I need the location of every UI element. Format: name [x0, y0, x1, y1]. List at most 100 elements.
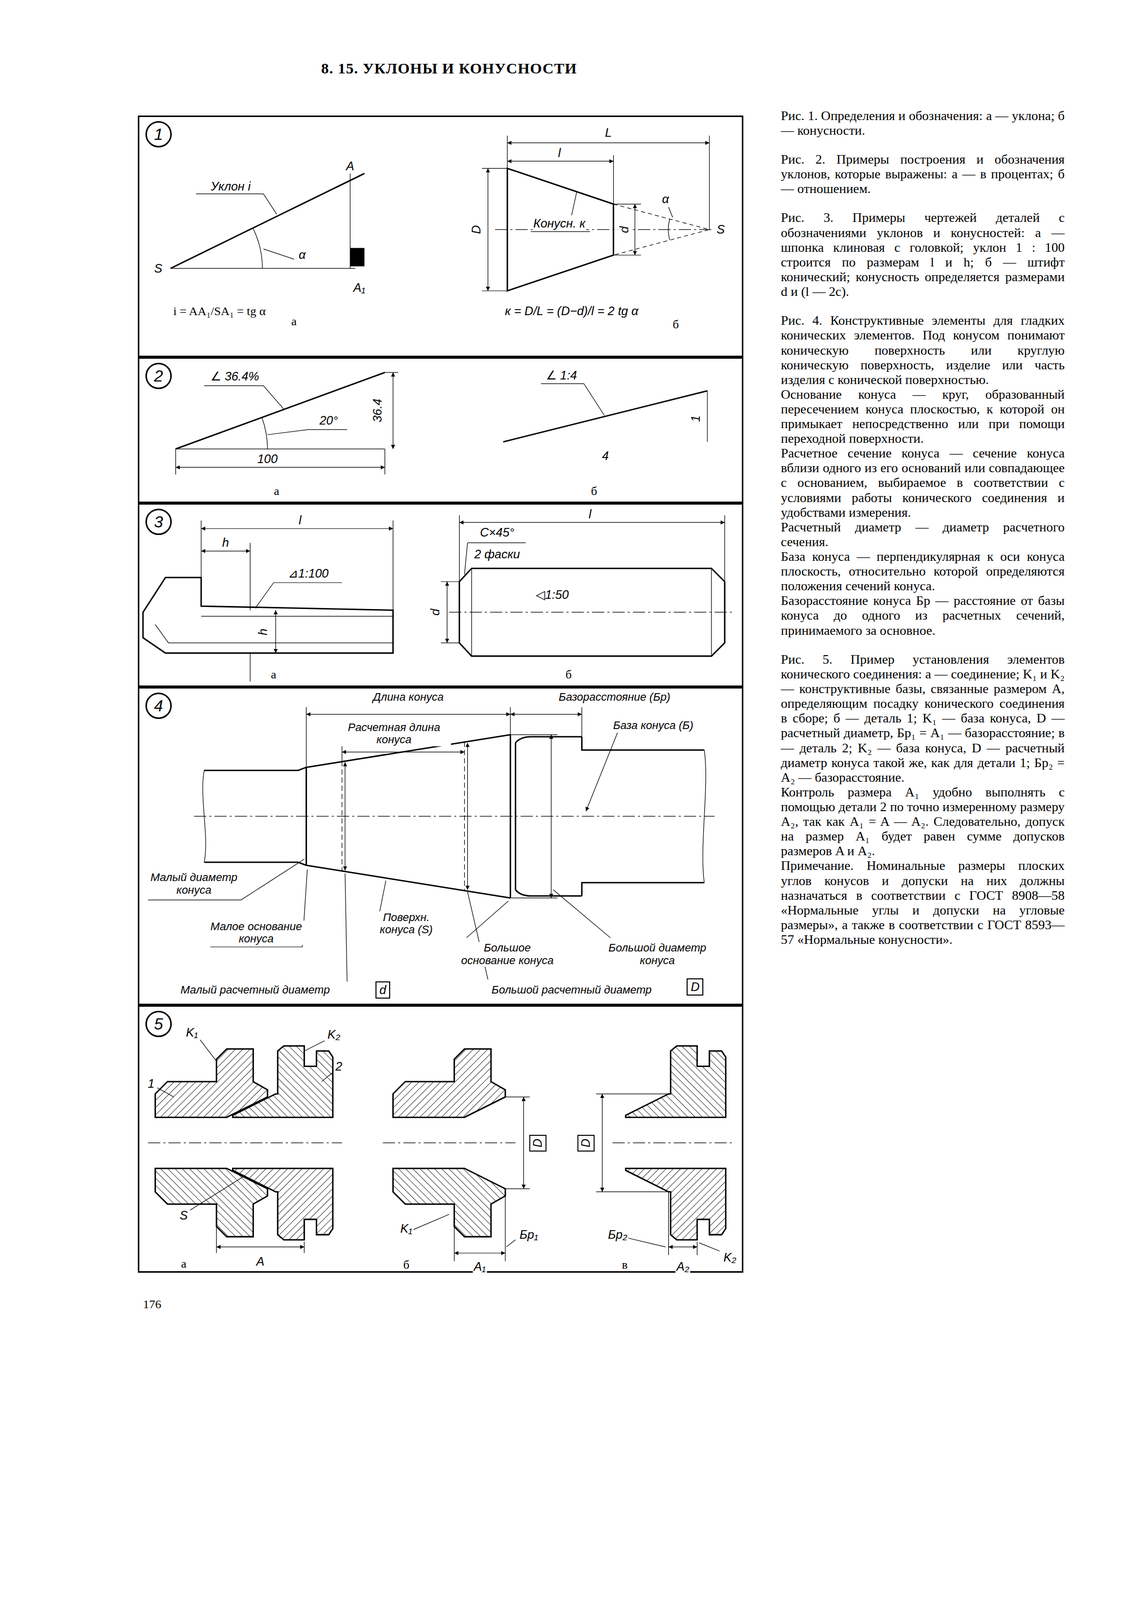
- cone-figure: [481, 135, 715, 291]
- cone-shaft: [342, 741, 465, 891]
- cone-shaft: [550, 734, 552, 898]
- figure-letter: 176: [141, 1297, 163, 1311]
- drawing-label: Большой диаметр конуса: [605, 941, 710, 967]
- drawing-label: A: [255, 1255, 266, 1269]
- percent-slope: [267, 429, 348, 435]
- drawing-label: K₁: [399, 1222, 414, 1236]
- drawing-label: h: [256, 627, 271, 636]
- figure-letter: а: [179, 1257, 188, 1271]
- percent-slope: [175, 372, 399, 475]
- figure-letter: а: [273, 484, 281, 498]
- drawing-label: Бр₂: [607, 1228, 629, 1242]
- figure-caption: Примечание. Номинальные размеры плоских …: [780, 858, 1065, 948]
- framed-symbol: D: [529, 1134, 547, 1152]
- symbol-text: D: [530, 1138, 545, 1148]
- figure-panel: 3: [137, 503, 744, 688]
- slope-figure: [170, 173, 365, 269]
- taper-pin: [464, 542, 526, 575]
- slope-figure: [170, 173, 365, 269]
- drawing-label: ∠ 36.4%: [209, 369, 260, 384]
- cone-shaft: [194, 816, 715, 817]
- symbol-text: d: [379, 983, 387, 997]
- cone-joint: [147, 1142, 343, 1144]
- part-two: [625, 1168, 726, 1240]
- cone-shaft: [306, 707, 582, 768]
- figure-caption: Базорасстояние конуса Бр — расстояние от…: [780, 593, 1065, 638]
- taper-pin: [446, 581, 448, 644]
- drawing-label: S: [153, 261, 164, 276]
- part-two: [601, 1094, 603, 1192]
- wedge-key: [255, 582, 343, 609]
- wedge-key: [201, 550, 251, 552]
- figure-letter: а: [270, 667, 278, 682]
- taper-pin: [440, 515, 735, 657]
- cone-shaft: [510, 713, 582, 715]
- part-two: [625, 1045, 726, 1118]
- drawing-label: Бр₁: [518, 1228, 540, 1242]
- cone-shaft: [467, 742, 468, 890]
- part-two: [612, 1142, 736, 1144]
- cone-joint: [232, 1168, 333, 1240]
- figure-letter: б: [671, 317, 680, 331]
- drawing-label: K₁: [184, 1026, 200, 1040]
- figure-caption: База конуса — перпендикулярная к оси кон…: [780, 549, 1065, 594]
- part-one: [393, 1168, 506, 1237]
- drawing-label: K₂: [326, 1028, 342, 1042]
- cone-shaft: [585, 732, 618, 812]
- cone-figure: [668, 219, 670, 240]
- slope-figure: [253, 228, 263, 269]
- figure-caption: Рис. 1. Определения и обозначения: а — у…: [780, 108, 1065, 138]
- drawing-label: Длина конуса: [371, 691, 445, 704]
- drawing-label: Малый расчетный диаметр: [179, 984, 331, 997]
- drawing-label: l: [587, 507, 593, 521]
- drawing-label: Расчетная длина конуса: [336, 721, 452, 746]
- figure-caption: Рис. 2. Примеры построения и обозначения…: [780, 152, 1065, 197]
- drawing-label: 1: [146, 1077, 156, 1091]
- slope-figure: [263, 248, 294, 259]
- drawing-label: ∠ 1:4: [544, 368, 579, 383]
- part-one: [393, 1048, 506, 1118]
- wedge-key: [201, 528, 394, 530]
- cone-figure: [668, 207, 673, 218]
- cone-shaft: [466, 900, 509, 938]
- figure-letter: i = AA₁/SA₁ = tg α: [172, 304, 267, 318]
- drawing-label: l: [297, 513, 303, 527]
- figure-caption: Рис. 3. Примеры чертежей деталей с обозн…: [780, 210, 1065, 299]
- part-two: [626, 1237, 720, 1252]
- drawing-label: 4: [600, 449, 610, 463]
- drawing-label: База конуса (Б): [612, 719, 695, 732]
- drawing-label: D: [470, 224, 484, 236]
- taper-pin: [459, 522, 726, 523]
- drawing-label: Большой расчетный диаметр: [490, 984, 653, 997]
- cone-figure: [507, 142, 710, 143]
- cone-shaft: [510, 734, 558, 898]
- cone-shaft: [345, 873, 348, 982]
- cone-joint: [157, 1039, 333, 1211]
- drawing-label: α: [297, 248, 307, 262]
- wedge-key: [142, 520, 393, 682]
- cone-shaft: [342, 751, 465, 753]
- part-one: [382, 1142, 516, 1144]
- percent-slope: [392, 372, 394, 449]
- cone-joint: [216, 1247, 305, 1248]
- percent-slope: [204, 385, 284, 409]
- symbol-text: D: [690, 979, 700, 994]
- ratio-slope: [541, 383, 605, 416]
- drawing-label: d: [429, 608, 443, 617]
- cone-shaft: [553, 889, 611, 938]
- figure-caption: Рис. 5. Пример установления элементов ко…: [780, 652, 1065, 785]
- percent-slope: [175, 372, 399, 475]
- wedge-key: [142, 577, 393, 654]
- part-one: [523, 1097, 524, 1189]
- figure-panel: 1: [137, 115, 744, 358]
- drawing-label: ⊿1:100: [286, 567, 330, 581]
- figure-panel: 5DD: [137, 1005, 744, 1273]
- drawing-label: S: [178, 1209, 190, 1223]
- drawing-label: Большое основание конуса: [455, 941, 559, 967]
- cone-shaft: [306, 713, 511, 715]
- figure-letter: б: [564, 667, 573, 682]
- caption-column: Рис. 1. Определения и обозначения: а — у…: [780, 108, 1065, 948]
- callout-number: 4: [145, 692, 172, 720]
- ratio-slope: [503, 383, 708, 442]
